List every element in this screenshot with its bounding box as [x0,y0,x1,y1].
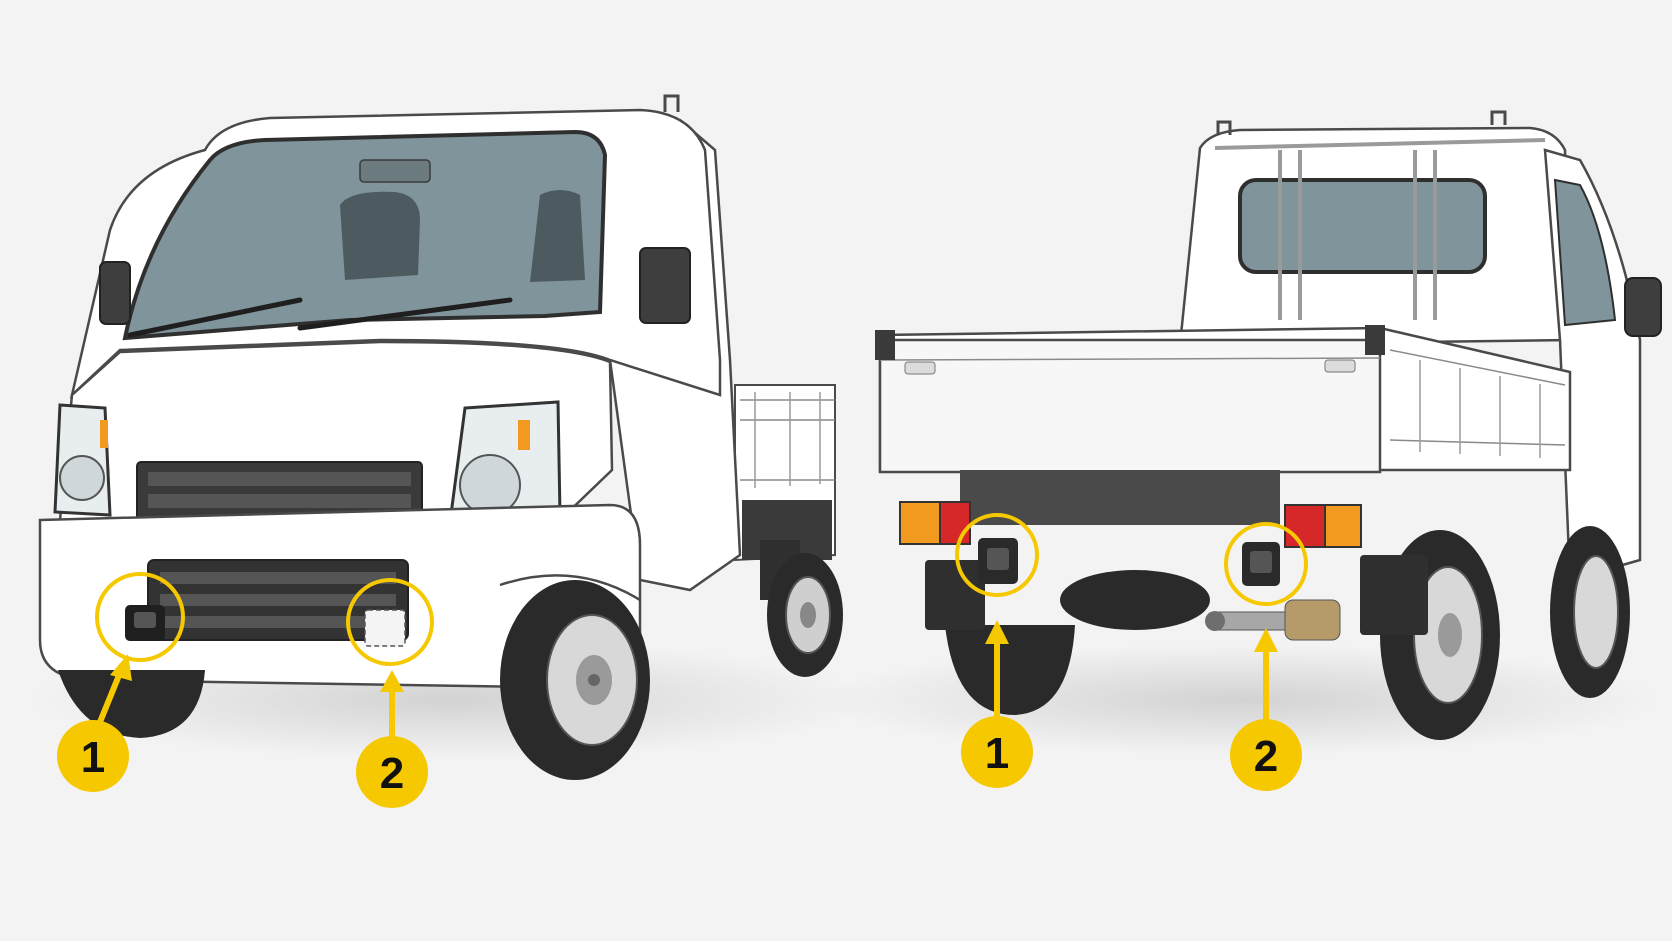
front-view-cargo-bed [734,384,836,600]
callout-arrow-head [380,670,404,692]
callout-badge [356,736,428,808]
callout-rear-1: 1 [955,513,1039,788]
front-tow-hook [125,605,165,641]
callout-badge [961,716,1033,788]
interior-seat-left [340,191,420,280]
tail-light-left [899,501,971,545]
lower-grille [147,559,409,641]
rear-view-truck [820,110,1662,755]
rear-view-side-mirror [1624,277,1662,337]
interior-seat-right [530,190,585,282]
tailgate [878,338,1382,474]
roof-handle [663,94,680,112]
rear-left-tow-hook [978,538,1018,584]
callout-front-1: 1 [57,572,185,792]
rear-wheel-left [945,625,1075,715]
tail-light-right [1284,504,1362,548]
headboard-frame [1214,138,1546,320]
rear-view-mirror [359,159,431,183]
side-mirror-right [639,247,691,324]
rear-roof-handle-left [1216,120,1232,135]
front-view-truck [30,94,870,780]
rear-roof-handle-right [1490,110,1507,125]
callout-arrow-head [1254,628,1278,652]
callout-ring [1224,522,1308,606]
front-tow-hook-cover [364,609,406,647]
upper-grille [136,461,423,523]
spare-tire [1060,570,1210,630]
headlight-right [448,400,562,524]
rear-view-side-window [1553,178,1617,327]
mud-flap-left [925,560,985,630]
cargo-bed [875,325,1572,474]
callout-badge [1230,719,1302,791]
headlight-left [53,403,112,517]
callout-badge [57,720,129,792]
front-fender-arch [499,574,641,602]
callout-number: 1 [81,733,105,782]
callout-front-2: 2 [346,578,434,808]
callout-number: 2 [1254,732,1278,781]
callout-arrow-head [110,654,132,681]
mud-flap-right [1360,555,1428,635]
callout-arrow-head [985,620,1009,644]
rear-cab-window [1238,178,1487,274]
callout-ring [95,572,185,662]
wiper-left [127,297,303,338]
side-mirror-left [99,261,131,325]
callout-number: 1 [985,729,1009,778]
rear-view-front-wheel [1550,526,1630,698]
front-view-rear-wheel [767,553,843,677]
exhaust-muffler [1205,599,1341,641]
callout-ring [346,578,434,666]
front-wheel-right [500,580,650,780]
rear-right-tow-hook [1242,542,1280,586]
callout-layer: 1 2 1 2 [57,513,1308,808]
callout-ring [955,513,1039,597]
callout-rear-2: 2 [1224,522,1308,791]
rear-frame [960,470,1280,525]
wiper-right [297,297,513,331]
callout-number: 2 [380,749,404,798]
